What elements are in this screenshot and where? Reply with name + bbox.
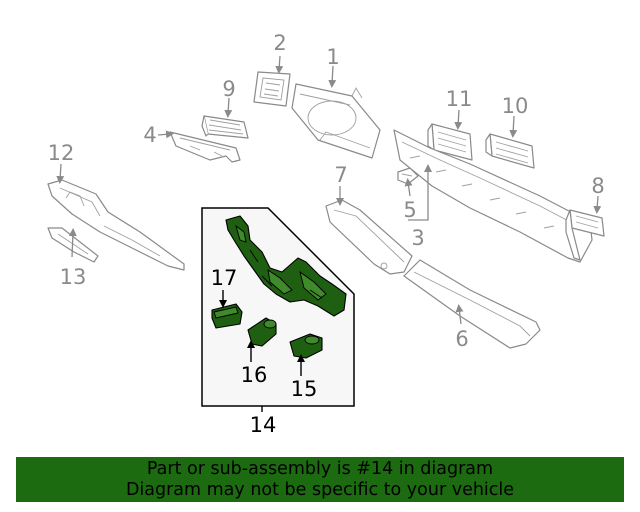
callout-14: 14 bbox=[250, 413, 277, 437]
part-4-bracket bbox=[169, 131, 241, 163]
callout-16: 16 bbox=[241, 363, 268, 387]
callout-5: 5 bbox=[403, 198, 416, 222]
banner-line-1: Part or sub-assembly is #14 in diagram bbox=[146, 459, 494, 479]
callout-11: 11 bbox=[446, 87, 473, 111]
part-11-vent bbox=[427, 123, 473, 161]
callout-17: 17 bbox=[211, 266, 238, 290]
part-10-vent bbox=[485, 133, 535, 169]
callout-12: 12 bbox=[48, 141, 75, 165]
callout-leaders bbox=[56, 55, 602, 325]
part-2-vent-frame bbox=[253, 71, 291, 107]
part-7-trim-strip bbox=[325, 199, 413, 275]
part-3-dash-panel bbox=[393, 129, 593, 263]
callout-leaders-highlighted bbox=[219, 290, 305, 412]
part-14-console-assembly-box bbox=[201, 207, 355, 407]
callout-6: 6 bbox=[455, 327, 468, 351]
part-5-clip bbox=[397, 167, 419, 185]
callout-9: 9 bbox=[222, 77, 235, 101]
callout-8: 8 bbox=[591, 174, 604, 198]
banner-line-2: Diagram may not be specific to your vehi… bbox=[125, 480, 515, 500]
part-9-vent bbox=[201, 115, 249, 139]
callout-3: 3 bbox=[411, 226, 424, 250]
callout-10: 10 bbox=[502, 94, 529, 118]
part-6-lower-trim bbox=[403, 259, 541, 349]
callout-15: 15 bbox=[291, 377, 318, 401]
part-1-cluster-bezel bbox=[291, 83, 381, 159]
part-12-left-lower-trim bbox=[47, 179, 185, 271]
callout-4: 4 bbox=[143, 123, 156, 147]
callout-7: 7 bbox=[334, 163, 347, 187]
callout-2: 2 bbox=[273, 31, 286, 55]
part-8-vent bbox=[565, 209, 605, 261]
callout-13: 13 bbox=[60, 265, 87, 289]
callout-1: 1 bbox=[326, 45, 339, 69]
parts-diagram: 2 1 9 4 12 13 11 10 8 7 5 3 6 17 16 15 1… bbox=[47, 31, 605, 437]
notice-banner: Part or sub-assembly is #14 in diagram D… bbox=[16, 457, 624, 502]
